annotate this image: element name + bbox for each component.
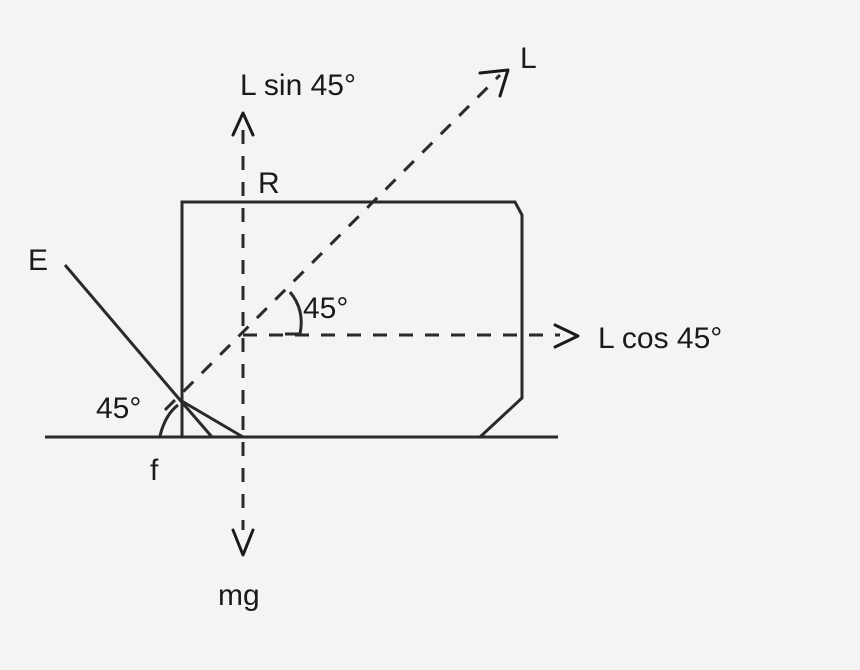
lift-label: L — [520, 42, 537, 75]
up-arrow-icon — [231, 111, 255, 137]
reaction-label: R — [258, 167, 280, 200]
lift-force-line — [163, 73, 502, 412]
lift-vertical-label: L sin 45° — [240, 69, 356, 102]
edge-line — [63, 264, 244, 439]
angle-center-label: 45° — [303, 292, 348, 325]
block-outline — [180, 200, 524, 439]
diagonal-arrow-icon — [478, 68, 510, 98]
angle-left-label: 45° — [96, 392, 141, 425]
edge-line-tick — [178, 399, 214, 438]
lift-horizontal-label: L cos 45° — [598, 322, 722, 355]
right-arrow-icon — [553, 323, 580, 349]
down-arrow-icon — [231, 528, 255, 557]
edge-label: E — [28, 244, 48, 277]
angle-arc-left — [158, 403, 179, 437]
angle-arc-center — [285, 291, 303, 336]
weight-label: mg — [218, 579, 260, 612]
friction-label: f — [150, 454, 159, 487]
